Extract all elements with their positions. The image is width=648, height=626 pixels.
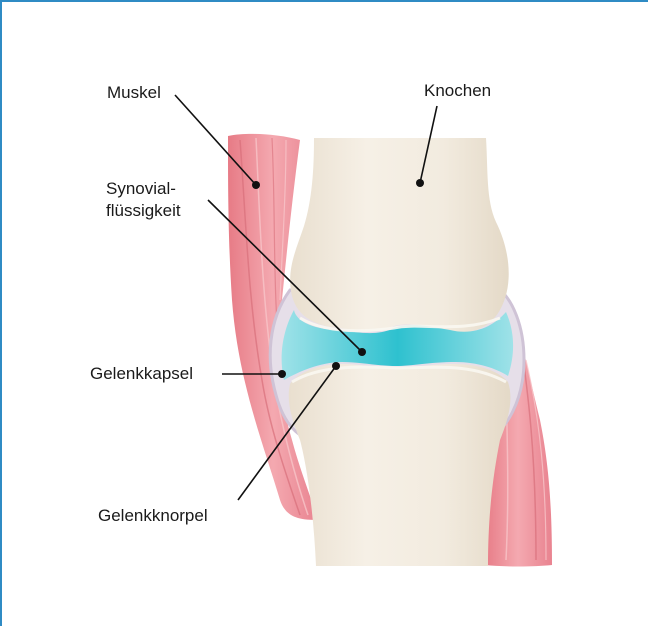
dot-bone [416,179,424,187]
label-cartilage: Gelenkknorpel [98,505,208,527]
dot-synovial [358,348,366,356]
dot-muscle [252,181,260,189]
label-synovial-line2: flüssigkeit [106,200,181,222]
label-bone: Knochen [424,80,491,102]
label-capsule: Gelenkkapsel [90,363,193,385]
upper-bone [290,138,509,332]
dot-capsule [278,370,286,378]
label-muscle: Muskel [107,82,161,104]
lower-bone [289,364,511,566]
dot-cartilage [332,362,340,370]
label-synovial-line1: Synovial- [106,178,176,200]
